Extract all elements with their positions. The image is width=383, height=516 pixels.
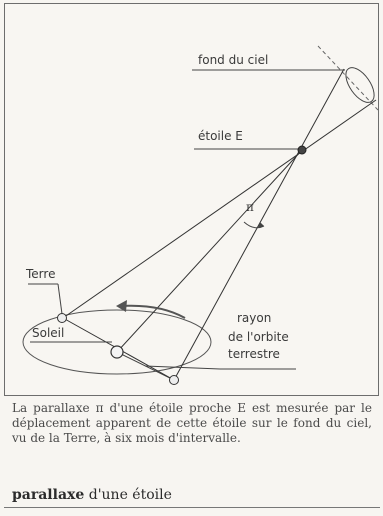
term-rest: d'une étoile bbox=[84, 487, 172, 503]
earth-position-1 bbox=[57, 313, 67, 323]
sightline-sun bbox=[116, 149, 303, 353]
orbit-motion-arrow bbox=[121, 304, 186, 319]
parallax-angle-arc bbox=[243, 221, 265, 229]
definition-term: parallaxe d'une étoile bbox=[12, 487, 172, 503]
sightline-2 bbox=[173, 68, 345, 381]
label-rayon-1: rayon bbox=[237, 311, 271, 325]
bottom-divider bbox=[4, 507, 380, 508]
star-e bbox=[297, 145, 307, 155]
label-fond-du-ciel: fond du ciel bbox=[198, 53, 268, 67]
caption-text: La parallaxe π d'une étoile proche E est… bbox=[12, 401, 372, 445]
caption: La parallaxe π d'une étoile proche E est… bbox=[12, 401, 372, 446]
term-bold: parallaxe bbox=[12, 487, 85, 503]
label-etoile: étoile E bbox=[198, 129, 243, 143]
diagram-frame bbox=[4, 3, 379, 396]
earth-position-2 bbox=[169, 375, 179, 385]
parallax-arrowhead bbox=[258, 222, 264, 228]
label-rayon-2: de l'orbite bbox=[228, 330, 289, 344]
sky-cone-ellipse bbox=[345, 67, 375, 103]
label-soleil: Soleil bbox=[32, 326, 64, 340]
rayon-leader-diag bbox=[144, 365, 221, 370]
terre-leader-drop bbox=[57, 283, 63, 315]
label-terre: Terre bbox=[25, 267, 55, 281]
orbit-motion-arrowhead bbox=[116, 300, 127, 312]
sun bbox=[110, 345, 124, 359]
label-rayon-3: terrestre bbox=[228, 347, 280, 361]
earth-orbit bbox=[22, 309, 212, 375]
sky-background-line bbox=[317, 45, 379, 111]
sightline-1 bbox=[62, 99, 377, 319]
label-pi: π bbox=[246, 200, 254, 214]
